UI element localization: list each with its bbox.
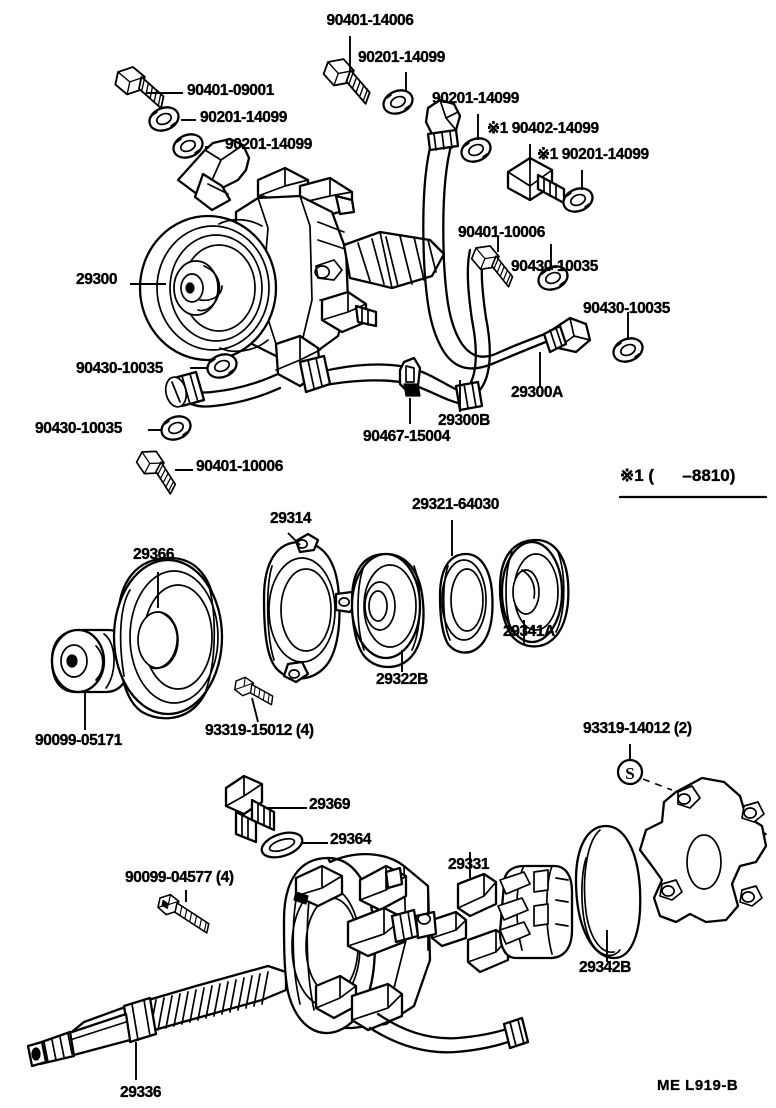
label-90099-04577: 90099-04577 (4): [125, 869, 234, 886]
label-90430-10035-d: 90430-10035: [35, 420, 123, 437]
label-90402-14099: ※1 90402-14099: [487, 120, 599, 137]
part-93319-14012-marker: S: [616, 758, 644, 786]
label-29331: 29331: [448, 856, 490, 873]
group-pulley-bearings-middle: [50, 520, 570, 730]
part-29300-pump-assembly: [138, 137, 446, 388]
label-29322B: 29322B: [376, 671, 429, 688]
diagram-watermark: ME L919-B: [657, 1077, 739, 1094]
part-pump-housing-body: [282, 853, 530, 1054]
part-90099-05171: [50, 628, 132, 694]
hose-secondary: [164, 370, 282, 408]
label-29369: 29369: [309, 796, 351, 813]
label-90099-05171: 90099-05171: [35, 732, 123, 749]
label-90201-14099-b: 90201-14099: [225, 136, 313, 153]
part-29322B-bearing: [350, 552, 425, 669]
part-90467-15004-clamp: [398, 356, 422, 397]
label-29300: 29300: [76, 271, 118, 288]
part-29300A-hose: [422, 98, 592, 370]
label-90201-14099-top: 90201-14099: [358, 49, 446, 66]
label-29341A: 29341A: [503, 623, 556, 640]
part-90201-14099-c: [378, 85, 418, 119]
label-29300B: 29300B: [438, 412, 491, 429]
group-pump-assembly-top: [111, 36, 648, 495]
label-90201-14099-c: 90201-14099: [432, 90, 520, 107]
part-29341A-oil-seal: [498, 538, 570, 648]
label-90430-10035-b: 90430-10035: [583, 300, 671, 317]
part-29314-bracket: [262, 532, 360, 684]
label-90430-10035-c: 90430-10035: [76, 360, 164, 377]
part-90430-10035-d: [156, 411, 196, 445]
part-90402-14099: [506, 156, 566, 205]
label-29364: 29364: [330, 831, 372, 848]
label-90401-14006: 90401-14006: [326, 12, 414, 29]
label-90430-10035-a: 90430-10035: [511, 258, 599, 275]
label-29336: 29336: [120, 1084, 162, 1101]
part-90201-14099-a: [144, 102, 184, 136]
part-29369-valve: [224, 774, 276, 844]
label-29366: 29366: [133, 546, 175, 563]
part-90201-14099-e: [558, 183, 598, 217]
label-93319-15012: 93319-15012 (4): [205, 722, 314, 739]
label-90201-14099-a: 90201-14099: [200, 109, 288, 126]
label-29321-64030: 29321-64030: [412, 496, 500, 513]
label-90401-10006-b: 90401-10006: [196, 458, 284, 475]
label-90401-09001: 90401-09001: [187, 82, 275, 99]
part-90201-14099-d: [456, 133, 496, 167]
label-29314: 29314: [270, 510, 312, 527]
label-90201-14099-d: ※1 90201-14099: [537, 146, 649, 163]
label-90401-10006-a: 90401-10006: [458, 224, 546, 241]
part-29364-oring: [260, 831, 304, 859]
group-pump-body-rotor-bottom: S: [26, 744, 768, 1080]
part-90401-09001: [111, 63, 170, 110]
note-asterisk-range: ※1 ( –8810): [620, 466, 736, 485]
part-29342B-oring: [574, 824, 642, 960]
part-90099-04577-bolt: [157, 893, 210, 934]
label-93319-14012: 93319-14012 (2): [583, 720, 692, 737]
part-29336-shaft: [26, 964, 288, 1068]
part-rotor-cam-ring: [497, 864, 574, 960]
part-29366-pulley: [112, 556, 224, 720]
part-pump-rear-cover: [638, 776, 768, 924]
label-29342B: 29342B: [579, 959, 632, 976]
part-93319-15012-bolt: [234, 676, 274, 706]
svg-text:S: S: [625, 764, 634, 783]
part-29321-64030-ring: [438, 552, 494, 654]
label-29300A: 29300A: [511, 384, 564, 401]
label-90467-15004: 90467-15004: [363, 428, 451, 445]
